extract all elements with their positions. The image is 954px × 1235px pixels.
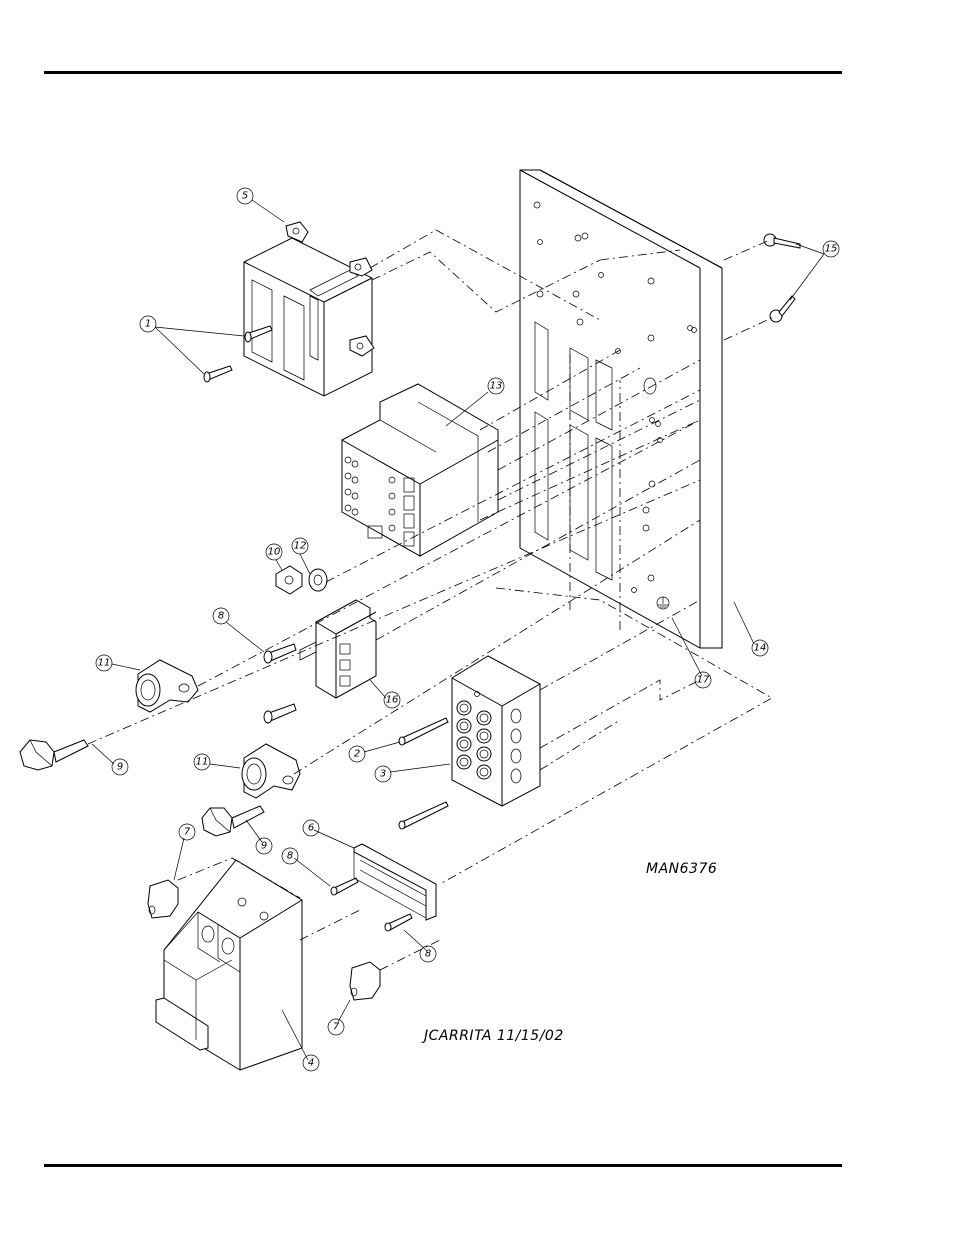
- callout-9-upper: 9: [112, 759, 128, 775]
- callout-16: 16: [384, 692, 400, 708]
- nut-and-washer: [276, 566, 327, 594]
- callout-8-clamp: 8: [420, 946, 436, 962]
- svg-text:9: 9: [261, 841, 267, 852]
- svg-text:9: 9: [117, 762, 123, 773]
- svg-text:12: 12: [294, 541, 307, 552]
- svg-text:8: 8: [287, 851, 293, 862]
- end-clamp-left: [148, 880, 178, 918]
- callout-2: 2: [349, 746, 365, 762]
- callout-8-rail: 8: [282, 848, 298, 864]
- callout-14: 14: [752, 640, 768, 656]
- author-stamp: JCARRITA 11/15/02: [421, 1028, 564, 1044]
- svg-text:11: 11: [98, 658, 111, 669]
- callout-10: 10: [266, 544, 282, 560]
- svg-text:11: 11: [196, 757, 209, 768]
- svg-text:14: 14: [754, 643, 767, 654]
- transformer: [244, 222, 374, 396]
- callout-12: 12: [292, 538, 308, 554]
- svg-text:7: 7: [333, 1022, 340, 1033]
- svg-text:17: 17: [697, 675, 710, 686]
- contactor: [342, 384, 498, 556]
- svg-text:8: 8: [425, 949, 431, 960]
- svg-text:16: 16: [386, 695, 399, 706]
- callout-17: 17: [695, 672, 711, 688]
- din-rail: [354, 844, 436, 920]
- callout-7-left: 7: [179, 824, 195, 840]
- svg-text:3: 3: [380, 769, 386, 780]
- callout-6: 6: [303, 820, 319, 836]
- svg-text:15: 15: [825, 244, 838, 255]
- callout-11-lower: 11: [194, 754, 210, 770]
- bolt-upper: [20, 740, 88, 770]
- callout-8-relay: 8: [213, 608, 229, 624]
- svg-text:4: 4: [308, 1058, 314, 1069]
- callout-15: 15: [823, 241, 839, 257]
- callout-3: 3: [375, 766, 391, 782]
- callout-13: 13: [488, 378, 504, 394]
- callout-1: 1: [140, 316, 156, 332]
- svg-text:5: 5: [242, 191, 248, 202]
- svg-text:2: 2: [354, 749, 360, 760]
- mounting-panel: [520, 170, 722, 648]
- svg-text:6: 6: [308, 823, 314, 834]
- terminal-block: [452, 656, 540, 806]
- relay: [300, 600, 376, 698]
- bushing-lower: [242, 744, 300, 798]
- callout-7-right: 7: [328, 1019, 344, 1035]
- svg-text:8: 8: [218, 611, 224, 622]
- end-clamp-right: [350, 962, 380, 1000]
- svg-text:10: 10: [268, 547, 281, 558]
- svg-text:7: 7: [184, 827, 191, 838]
- svg-text:13: 13: [490, 381, 503, 392]
- bushing-upper: [136, 660, 198, 712]
- callout-5: 5: [237, 188, 253, 204]
- callout-9-lower: 9: [256, 838, 272, 854]
- svg-text:1: 1: [145, 319, 151, 330]
- callout-4: 4: [303, 1055, 319, 1071]
- callout-11-upper: 11: [96, 655, 112, 671]
- drawing-number: MAN6376: [646, 861, 717, 877]
